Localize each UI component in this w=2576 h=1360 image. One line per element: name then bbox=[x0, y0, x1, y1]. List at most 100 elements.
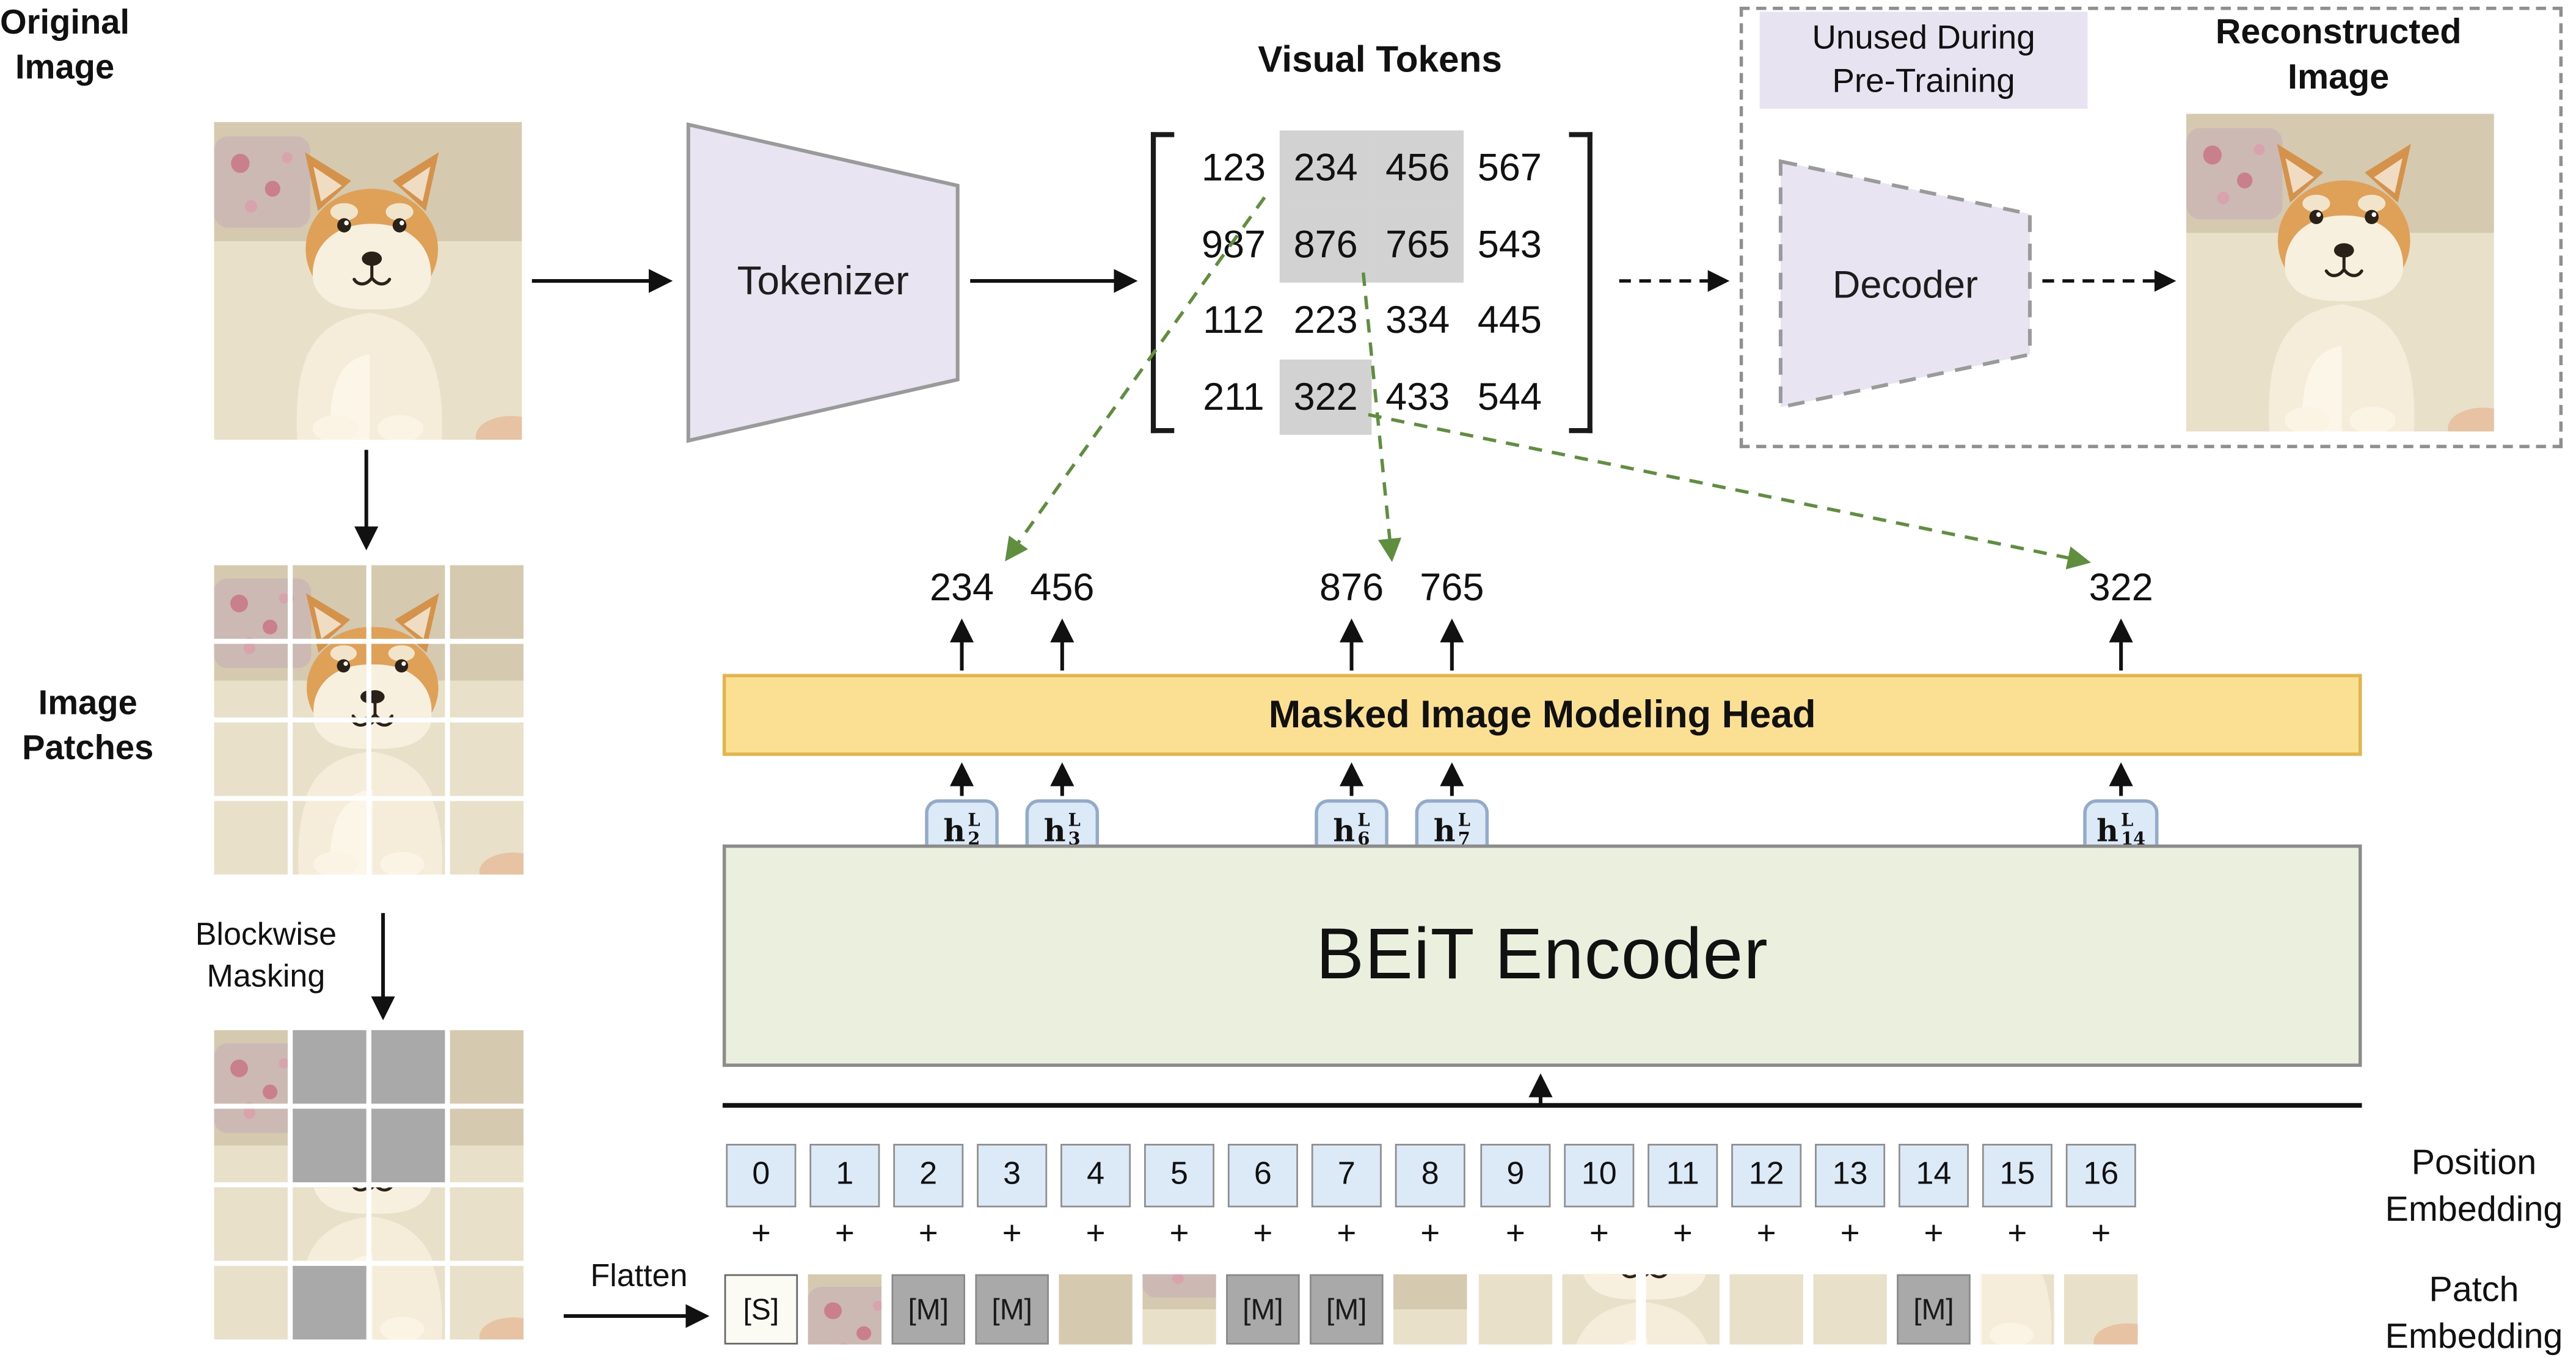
position-embedding-14: 14 bbox=[1898, 1144, 1969, 1208]
image-patch-9 bbox=[214, 722, 288, 796]
plus-sign-10: + bbox=[1589, 1215, 1609, 1253]
patch-embedding-13 bbox=[1813, 1275, 1886, 1345]
visual-token-223: 223 bbox=[1293, 298, 1358, 342]
original-image-photo bbox=[214, 122, 522, 440]
unmasked-patch-5 bbox=[214, 1108, 288, 1182]
plus-sign-2: + bbox=[918, 1215, 938, 1253]
flatten-label: Flatten bbox=[590, 1259, 688, 1295]
position-embedding-5: 5 bbox=[1144, 1144, 1215, 1208]
patch-embedding-label: Patch Embedding bbox=[2385, 1271, 2563, 1356]
visual-token-543: 543 bbox=[1477, 222, 1542, 266]
position-embedding-9: 9 bbox=[1480, 1144, 1551, 1208]
predicted-token-876: 876 bbox=[1319, 565, 1384, 609]
patch-embedding-15 bbox=[1980, 1275, 2054, 1345]
h-symbol: h bbox=[1043, 813, 1066, 849]
visual-token-567: 567 bbox=[1477, 145, 1542, 190]
masked-block-6 bbox=[293, 1108, 367, 1182]
position-embedding-0: 0 bbox=[726, 1144, 797, 1208]
patch-embedding-10 bbox=[1563, 1275, 1636, 1345]
plus-sign-16: + bbox=[2091, 1215, 2111, 1253]
plus-sign-5: + bbox=[1169, 1215, 1189, 1253]
masked-block-7 bbox=[371, 1108, 445, 1182]
plus-sign-14: + bbox=[1924, 1215, 1944, 1253]
mask-token-7: [M] bbox=[1310, 1274, 1384, 1345]
position-embedding-3: 3 bbox=[977, 1144, 1048, 1208]
visual-token-211: 211 bbox=[1203, 374, 1264, 418]
mask-token-6: [M] bbox=[1226, 1274, 1300, 1345]
h-layer-superscript: L bbox=[1458, 811, 1470, 831]
h-layer-superscript: L bbox=[968, 811, 980, 831]
h-symbol: h bbox=[2096, 813, 2119, 849]
visual-token-987: 987 bbox=[1201, 222, 1266, 266]
position-embedding-2: 2 bbox=[893, 1144, 964, 1208]
unmasked-patch-12 bbox=[450, 1187, 524, 1260]
visual-token-876: 876 bbox=[1279, 206, 1372, 283]
decoder-trapezoid-shape bbox=[1778, 159, 2032, 410]
plus-sign-3: + bbox=[1002, 1215, 1022, 1253]
image-patch-7 bbox=[371, 644, 445, 717]
plus-sign-8: + bbox=[1420, 1215, 1440, 1253]
patch-embedding-11 bbox=[1646, 1275, 1719, 1345]
tokenizer-trapezoid-shape bbox=[686, 122, 960, 443]
position-embedding-13: 13 bbox=[1815, 1144, 1886, 1208]
masked-block-2 bbox=[293, 1030, 367, 1104]
unused-during-pretraining-box bbox=[1739, 6, 2563, 448]
visual-token-433: 433 bbox=[1385, 374, 1450, 418]
patch-embedding-9 bbox=[1479, 1275, 1552, 1345]
visual-token-322: 322 bbox=[1279, 358, 1372, 435]
unmasked-patch-4 bbox=[450, 1030, 524, 1104]
unmasked-patch-8 bbox=[450, 1108, 524, 1182]
decoder-block: Decoder bbox=[1778, 159, 2032, 410]
unused-during-pretraining-label: Unused During Pre-Training bbox=[1759, 12, 2088, 109]
predicted-token-234: 234 bbox=[929, 565, 994, 609]
image-patch-11 bbox=[371, 722, 445, 796]
patch-embedding-1 bbox=[808, 1275, 881, 1345]
image-patch-6 bbox=[293, 644, 366, 717]
h-symbol: h bbox=[1433, 813, 1456, 849]
visual-token-234: 234 bbox=[1279, 130, 1372, 207]
h-index-subscript: 2 bbox=[968, 829, 980, 850]
unmasked-patch-15 bbox=[371, 1266, 445, 1339]
visual-token-456: 456 bbox=[1371, 130, 1464, 207]
plus-sign-12: + bbox=[1756, 1215, 1776, 1253]
predicted-token-322: 322 bbox=[2089, 565, 2153, 609]
mask-token-3: [M] bbox=[975, 1274, 1049, 1345]
position-embedding-15: 15 bbox=[1982, 1144, 2052, 1208]
plus-sign-15: + bbox=[2007, 1215, 2027, 1253]
image-patches-label: Image Patches bbox=[22, 683, 154, 768]
unmasked-patch-1 bbox=[214, 1030, 288, 1104]
visual-token-334: 334 bbox=[1385, 298, 1450, 342]
plus-row: +++++++++++++++++ bbox=[726, 1216, 2164, 1253]
unmasked-patch-11 bbox=[371, 1187, 445, 1260]
h-symbol: h bbox=[1333, 813, 1356, 849]
position-embedding-16: 16 bbox=[2065, 1144, 2136, 1208]
beit-encoder: BEiT Encoder bbox=[722, 844, 2362, 1067]
image-patches-grid bbox=[214, 565, 524, 875]
tokenizer-label: Tokenizer bbox=[737, 259, 909, 305]
h-layer-superscript: L bbox=[1357, 811, 1370, 831]
visual-token-112: 112 bbox=[1203, 298, 1264, 342]
unmasked-patch-9 bbox=[214, 1187, 288, 1260]
visual-token-765: 765 bbox=[1371, 206, 1464, 283]
position-embedding-4: 4 bbox=[1060, 1144, 1131, 1208]
plus-sign-9: + bbox=[1505, 1215, 1525, 1253]
reconstructed-image-photo bbox=[2186, 114, 2494, 431]
blockwise-masking-label: Blockwise Masking bbox=[195, 918, 337, 995]
patch-embedding-8 bbox=[1393, 1275, 1467, 1345]
h-index-subscript: 6 bbox=[1357, 829, 1370, 850]
h-symbol: h bbox=[943, 813, 966, 849]
masked-image-modeling-head: Masked Image Modeling Head bbox=[722, 674, 2362, 756]
masked-patches-grid bbox=[214, 1030, 524, 1340]
image-patch-5 bbox=[214, 644, 288, 717]
visual-token-544: 544 bbox=[1477, 374, 1542, 418]
patch-embedding-5 bbox=[1142, 1275, 1216, 1345]
h-layer-superscript: L bbox=[1068, 811, 1081, 831]
visual-tokens-title: Visual Tokens bbox=[1258, 38, 1502, 81]
masked-block-14 bbox=[293, 1265, 367, 1340]
predicted-token-456: 456 bbox=[1030, 565, 1095, 609]
unmasked-patch-10 bbox=[293, 1187, 366, 1260]
